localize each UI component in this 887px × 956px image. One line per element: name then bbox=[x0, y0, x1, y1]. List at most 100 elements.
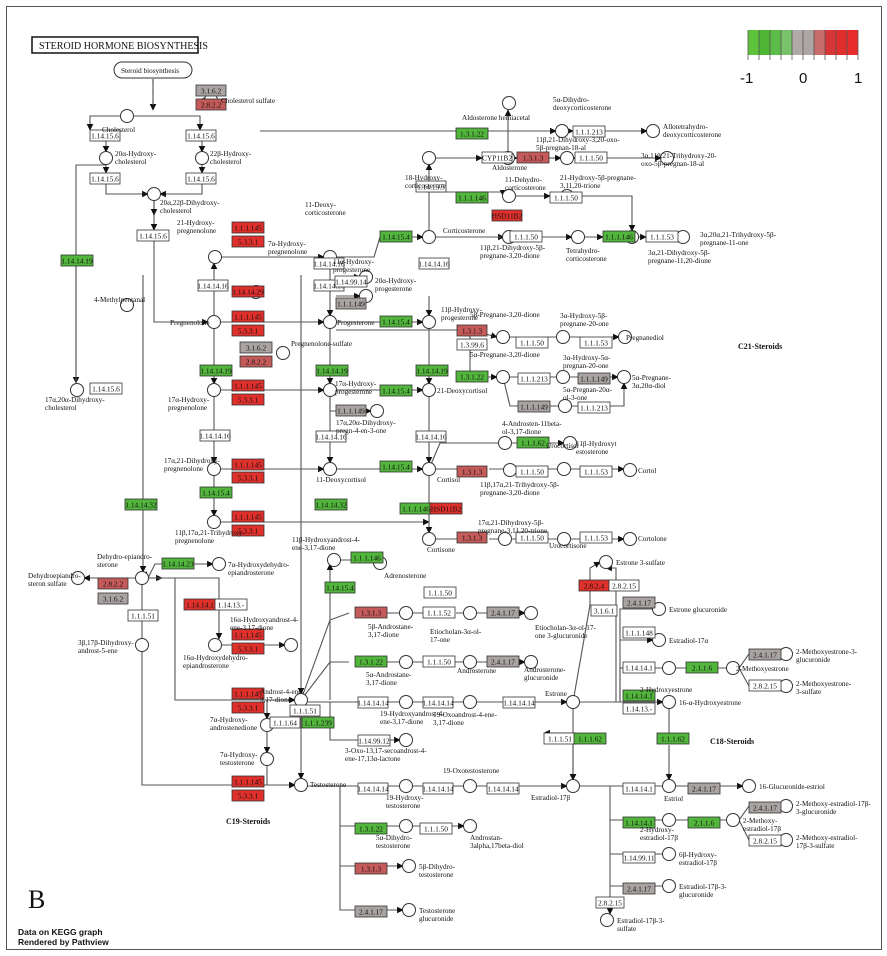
enzyme-box[interactable]: 1.14.14.29 bbox=[231, 285, 265, 298]
compound-node[interactable] bbox=[726, 813, 740, 827]
compound-node[interactable] bbox=[422, 383, 436, 397]
enzyme-box[interactable]: HSD11B2 bbox=[491, 209, 523, 222]
compound-node[interactable] bbox=[422, 151, 436, 165]
compound-node[interactable] bbox=[399, 655, 413, 669]
compound-node[interactable] bbox=[370, 404, 384, 418]
enzyme-box[interactable]: 1.1.1.50 bbox=[423, 586, 457, 599]
enzyme-box[interactable]: 1.1.1.50 bbox=[515, 336, 549, 349]
enzyme-box[interactable]: 2.8.2.15 bbox=[608, 579, 640, 592]
enzyme-box[interactable]: 1.1.1.51 bbox=[127, 609, 159, 622]
enzyme-box[interactable]: 1.14.14.19 bbox=[199, 364, 233, 377]
compound-node[interactable] bbox=[323, 462, 337, 476]
compound-node[interactable] bbox=[422, 230, 436, 244]
enzyme-box[interactable]: 2.4.1.17 bbox=[622, 882, 656, 895]
compound-node[interactable] bbox=[260, 752, 274, 766]
compound-node[interactable] bbox=[399, 779, 413, 793]
enzyme-box[interactable]: 1.14.14.1 bbox=[622, 816, 656, 829]
enzyme-box[interactable]: 1.1.1.145 bbox=[231, 775, 265, 788]
enzyme-box[interactable]: 5.3.3.1 bbox=[231, 471, 265, 484]
enzyme-box[interactable]: 1.1.1.149 bbox=[335, 404, 367, 417]
compound-node[interactable] bbox=[599, 555, 613, 569]
enzyme-box[interactable]: 1.1.1.213 bbox=[517, 372, 551, 385]
enzyme-box[interactable]: 1.3.1.3 bbox=[354, 862, 388, 875]
enzyme-box[interactable]: 1.3.1.22 bbox=[455, 370, 489, 383]
enzyme-box[interactable]: 3.1.6.1 bbox=[590, 604, 618, 617]
enzyme-box[interactable]: 2.4.1.17 bbox=[486, 606, 520, 619]
compound-node[interactable] bbox=[646, 124, 660, 138]
compound-node[interactable] bbox=[623, 463, 637, 477]
enzyme-box[interactable]: 1.1.1.50 bbox=[509, 230, 543, 243]
enzyme-box[interactable]: 2.4.1.17 bbox=[486, 655, 520, 668]
compound-node[interactable] bbox=[399, 733, 413, 747]
compound-node[interactable] bbox=[779, 647, 793, 661]
enzyme-box[interactable]: 1.14.14.32 bbox=[124, 498, 158, 511]
compound-node[interactable] bbox=[558, 399, 572, 413]
compound-node[interactable] bbox=[399, 819, 413, 833]
compound-node[interactable] bbox=[556, 330, 570, 344]
enzyme-box[interactable]: 2.8.2.2 bbox=[239, 355, 273, 368]
enzyme-box[interactable]: 1.1.1.51 bbox=[543, 732, 577, 745]
enzyme-box[interactable]: 1.1.1.53 bbox=[579, 465, 613, 478]
enzyme-box[interactable]: 1.14.15.6 bbox=[136, 229, 170, 242]
compound-node[interactable] bbox=[422, 532, 436, 546]
enzyme-box[interactable]: 5.3.3.1 bbox=[231, 393, 265, 406]
enzyme-box[interactable]: 1.3.1.22 bbox=[354, 822, 388, 835]
compound-node[interactable] bbox=[463, 655, 477, 669]
compound-node[interactable] bbox=[566, 695, 580, 709]
compound-node[interactable] bbox=[399, 606, 413, 620]
enzyme-box[interactable]: 1.1.1.146 bbox=[350, 551, 384, 564]
enzyme-box[interactable]: 1.14.15.4 bbox=[379, 384, 413, 397]
compound-node[interactable] bbox=[662, 695, 676, 709]
enzyme-box[interactable]: 1.14.15.5 bbox=[415, 180, 447, 193]
compound-node[interactable] bbox=[779, 679, 793, 693]
compound-node[interactable] bbox=[652, 602, 666, 616]
compound-node[interactable] bbox=[556, 370, 570, 384]
compound-node[interactable] bbox=[463, 779, 477, 793]
enzyme-box[interactable]: 1.1.1.146 bbox=[455, 191, 489, 204]
compound-node[interactable] bbox=[563, 436, 577, 450]
enzyme-box[interactable]: 1.14.99.14 bbox=[334, 275, 368, 288]
compound-node[interactable] bbox=[555, 124, 569, 138]
compound-node[interactable] bbox=[652, 633, 666, 647]
enzyme-box[interactable]: 1.1.1.50 bbox=[422, 655, 456, 668]
enzyme-box[interactable]: 1.14.14.16 bbox=[199, 429, 231, 442]
compound-node[interactable] bbox=[276, 346, 290, 360]
compound-node[interactable] bbox=[502, 96, 516, 110]
enzyme-box[interactable]: 2.8.2.15 bbox=[595, 896, 625, 909]
enzyme-box[interactable]: 5.3.3.1 bbox=[231, 642, 265, 655]
enzyme-box[interactable]: 1.14.14.14 bbox=[422, 696, 454, 709]
compound-node[interactable] bbox=[618, 330, 632, 344]
enzyme-box[interactable]: 1.14.14.14 bbox=[486, 782, 520, 795]
compound-node[interactable] bbox=[195, 151, 209, 165]
enzyme-box[interactable]: 1.14.13.- bbox=[214, 598, 248, 611]
compound-node[interactable] bbox=[135, 571, 149, 585]
enzyme-box[interactable]: 1.14.15.6 bbox=[185, 172, 217, 185]
compound-node[interactable] bbox=[600, 913, 614, 927]
compound-node[interactable] bbox=[662, 813, 676, 827]
enzyme-box[interactable]: 1.1.1.62 bbox=[656, 732, 690, 745]
enzyme-box[interactable]: 1.1.1.53 bbox=[645, 230, 679, 243]
compound-node[interactable] bbox=[120, 298, 134, 312]
compound-node[interactable] bbox=[463, 695, 477, 709]
compound-node[interactable] bbox=[566, 779, 580, 793]
enzyme-box[interactable]: 1.3.99.6 bbox=[456, 338, 488, 351]
compound-node[interactable] bbox=[496, 330, 510, 344]
enzyme-box[interactable]: 1.14.99.11 bbox=[622, 851, 656, 864]
compound-node[interactable] bbox=[496, 370, 510, 384]
enzyme-box[interactable]: 1.1.1.50 bbox=[549, 191, 583, 204]
enzyme-box[interactable]: 1.1.1.51 bbox=[289, 704, 321, 717]
compound-node[interactable] bbox=[560, 151, 574, 165]
enzyme-box[interactable]: 1.14.14.16 bbox=[418, 257, 450, 270]
enzyme-box[interactable]: 1.1.1.62 bbox=[573, 732, 607, 745]
enzyme-box[interactable]: 3.1.6.2 bbox=[239, 341, 273, 354]
enzyme-box[interactable]: 5.3.3.1 bbox=[231, 324, 265, 337]
enzyme-box[interactable]: 1.14.14.16 bbox=[313, 257, 345, 270]
enzyme-box[interactable]: 1.1.1.145 bbox=[231, 221, 265, 234]
enzyme-box[interactable]: HSD11B2 bbox=[429, 502, 463, 515]
enzyme-box[interactable]: 1.1.1.50 bbox=[419, 822, 453, 835]
enzyme-box[interactable]: 1.3.1.22 bbox=[354, 655, 388, 668]
enzyme-box[interactable]: 1.1.1.50 bbox=[574, 151, 608, 164]
enzyme-box[interactable]: 1.1.1.64 bbox=[269, 716, 301, 729]
compound-node[interactable] bbox=[422, 315, 436, 329]
enzyme-box[interactable]: 1.14.15.4 bbox=[379, 460, 413, 473]
